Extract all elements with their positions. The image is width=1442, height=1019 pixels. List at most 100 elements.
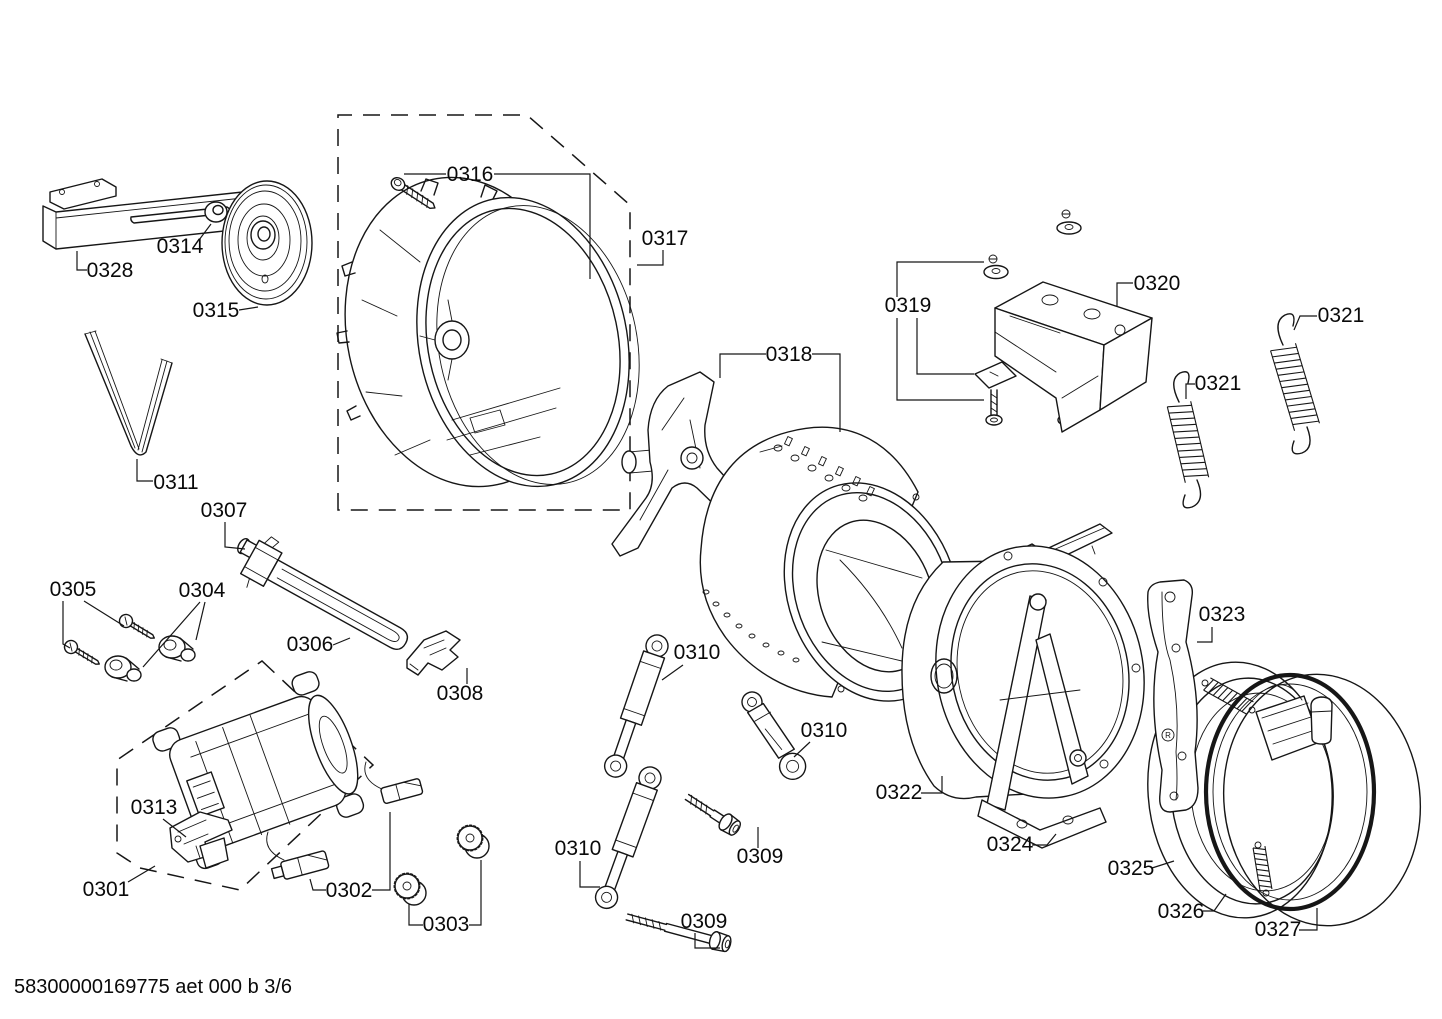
part-callout-0315: 0315 <box>193 299 240 322</box>
part-callout-0316: 0316 <box>447 163 494 186</box>
part-callout-0318: 0318 <box>766 343 813 366</box>
part-callout-0314: 0314 <box>157 235 204 258</box>
tub-front-half <box>336 176 640 488</box>
leader-line-0322 <box>921 776 943 794</box>
leader-line-0305 <box>62 601 71 649</box>
screw <box>118 613 155 639</box>
counterweight <box>994 281 1153 433</box>
leader-line-0310 <box>579 861 600 888</box>
washer <box>204 201 228 223</box>
drum-drain-holes <box>702 589 800 663</box>
part-callout-0302: 0302 <box>326 879 373 902</box>
drum-paddle-holes <box>773 436 875 502</box>
heating-element <box>240 536 409 651</box>
leader-line-0303 <box>408 904 423 926</box>
callout-layer: 0328 0314 0315 0311 0316 0317 0318 0319 0320 0321… <box>50 163 1365 949</box>
leader-line-0304 <box>142 601 201 668</box>
motor-assembly-box <box>116 660 375 891</box>
leader-line-0321 <box>1185 383 1195 399</box>
part-callout-0311: 0311 <box>153 471 198 494</box>
gasket-stub <box>1310 696 1333 745</box>
screw <box>63 639 100 665</box>
document-number: 58300000169775 aet 000 b 3/6 <box>14 976 292 998</box>
part-callout-0325: 0325 <box>1108 857 1155 880</box>
leader-line-0301 <box>127 865 156 883</box>
suspension-bracket <box>977 593 1107 849</box>
leader-line-0313 <box>162 818 187 838</box>
leader-line-0307 <box>224 522 246 550</box>
part-callout-0317: 0317 <box>642 227 689 250</box>
belt-pulley <box>221 180 313 306</box>
part-callout-0304: 0304 <box>179 579 226 602</box>
leader-line-0320 <box>1116 282 1133 307</box>
bolt <box>684 793 742 836</box>
part-callout-0308: 0308 <box>437 682 484 705</box>
leader-line-0302 <box>372 812 391 891</box>
suspension-spring <box>1270 313 1320 455</box>
carbon-brush <box>266 831 330 880</box>
part-callout-0310: 0310 <box>674 641 721 664</box>
leader-line-0306 <box>332 637 351 646</box>
leader-line-0328 <box>76 251 87 271</box>
part-callout-0320: 0320 <box>1134 272 1181 295</box>
part-callout-0321: 0321 <box>1318 304 1365 327</box>
door-seal-ring <box>1222 673 1422 927</box>
part-callout-0309: 0309 <box>681 910 728 933</box>
part-callout-0303: 0303 <box>423 913 470 936</box>
leader-line-0317 <box>637 250 664 266</box>
suspension-spring <box>1166 371 1210 509</box>
drum-spider <box>611 371 745 557</box>
part-callout-0306: 0306 <box>287 633 334 656</box>
leader-line-0318 <box>812 353 841 432</box>
leader-line-0321 <box>1293 315 1317 331</box>
leader-line-0324 <box>1032 833 1057 846</box>
part-callout-0313: 0313 <box>131 796 178 819</box>
leader-line-0305 <box>83 600 125 627</box>
leader-line-0323 <box>1197 627 1213 643</box>
shock-absorber <box>594 766 662 910</box>
leader-line-0319 <box>916 318 974 375</box>
part-callout-0310: 0310 <box>555 837 602 860</box>
part-callout-0301: 0301 <box>83 878 130 901</box>
tub-front-assembly-box <box>337 114 631 511</box>
part-callout-0328: 0328 <box>87 259 134 282</box>
leader-line-0319 <box>896 318 984 401</box>
leader-line-0310 <box>661 664 684 681</box>
leader-line-0309 <box>694 933 720 949</box>
element-clamp <box>406 630 461 676</box>
knurled-screw <box>456 824 490 859</box>
clamp-spring <box>1203 677 1254 715</box>
motor <box>152 671 365 870</box>
carbon-brush <box>364 761 424 804</box>
leader-line-0315 <box>238 306 259 311</box>
bolt <box>625 913 732 953</box>
part-callout-0324: 0324 <box>987 833 1034 856</box>
drive-belt <box>84 330 173 456</box>
leader-line-0311 <box>136 459 153 482</box>
knurled-screw <box>393 872 427 906</box>
leader-line-0326 <box>1203 893 1227 912</box>
part-callout-0307: 0307 <box>201 499 248 522</box>
clamp-spring <box>1252 845 1273 892</box>
cone-nut <box>104 655 142 682</box>
leader-line-0314 <box>198 223 212 241</box>
leader-line-0318 <box>719 353 766 378</box>
part-callout-0310: 0310 <box>801 719 848 742</box>
leader-line-0310 <box>793 741 811 758</box>
leader-line-0316 <box>494 173 591 279</box>
part-callout-0323: 0323 <box>1199 603 1246 626</box>
tub-rear-half <box>901 523 1145 800</box>
part-callout-0319: 0319 <box>885 294 932 317</box>
leader-line-0303 <box>469 860 482 926</box>
leader-line-0327 <box>1299 908 1318 931</box>
leader-line-0302 <box>309 878 326 891</box>
cone-nut <box>158 635 196 662</box>
leader-line-0304 <box>195 601 206 641</box>
leader-line-0319 <box>896 261 984 297</box>
part-callout-0326: 0326 <box>1158 900 1205 923</box>
part-callout-0305: 0305 <box>50 578 97 601</box>
part-callout-0309: 0309 <box>737 845 784 868</box>
part-callout-0327: 0327 <box>1255 918 1302 941</box>
